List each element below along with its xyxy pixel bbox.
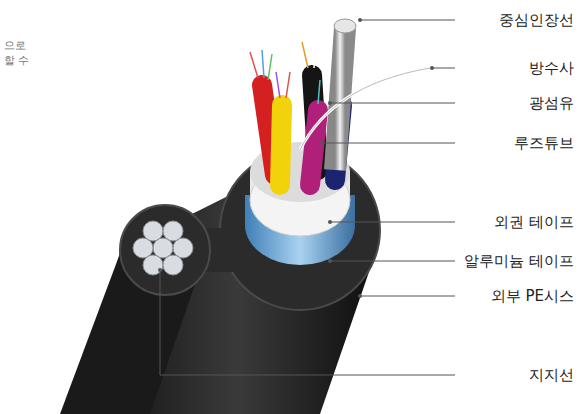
messenger-sheath [120,205,210,295]
part-label: 외부 PE시스 [489,287,576,305]
part-label: 중심인장선 [497,11,576,29]
water-yarn [300,68,430,150]
clipped-note: 할 수 [2,54,32,68]
part-label: 지지선 [527,366,576,384]
leader-dots [158,18,434,298]
part-label: 광섬유 [527,94,576,112]
messenger-strands [133,221,193,275]
part-label: 루즈튜브 [512,134,576,152]
leader-lines [160,20,455,375]
water-yarn-edge [300,68,430,150]
part-label: 알루미늄 테이프 [462,252,576,270]
central-member-end [334,19,356,33]
clipped-note: 으로 [2,39,28,53]
part-label: 외권 테이프 [492,213,576,231]
part-label: 방수사 [527,59,576,77]
